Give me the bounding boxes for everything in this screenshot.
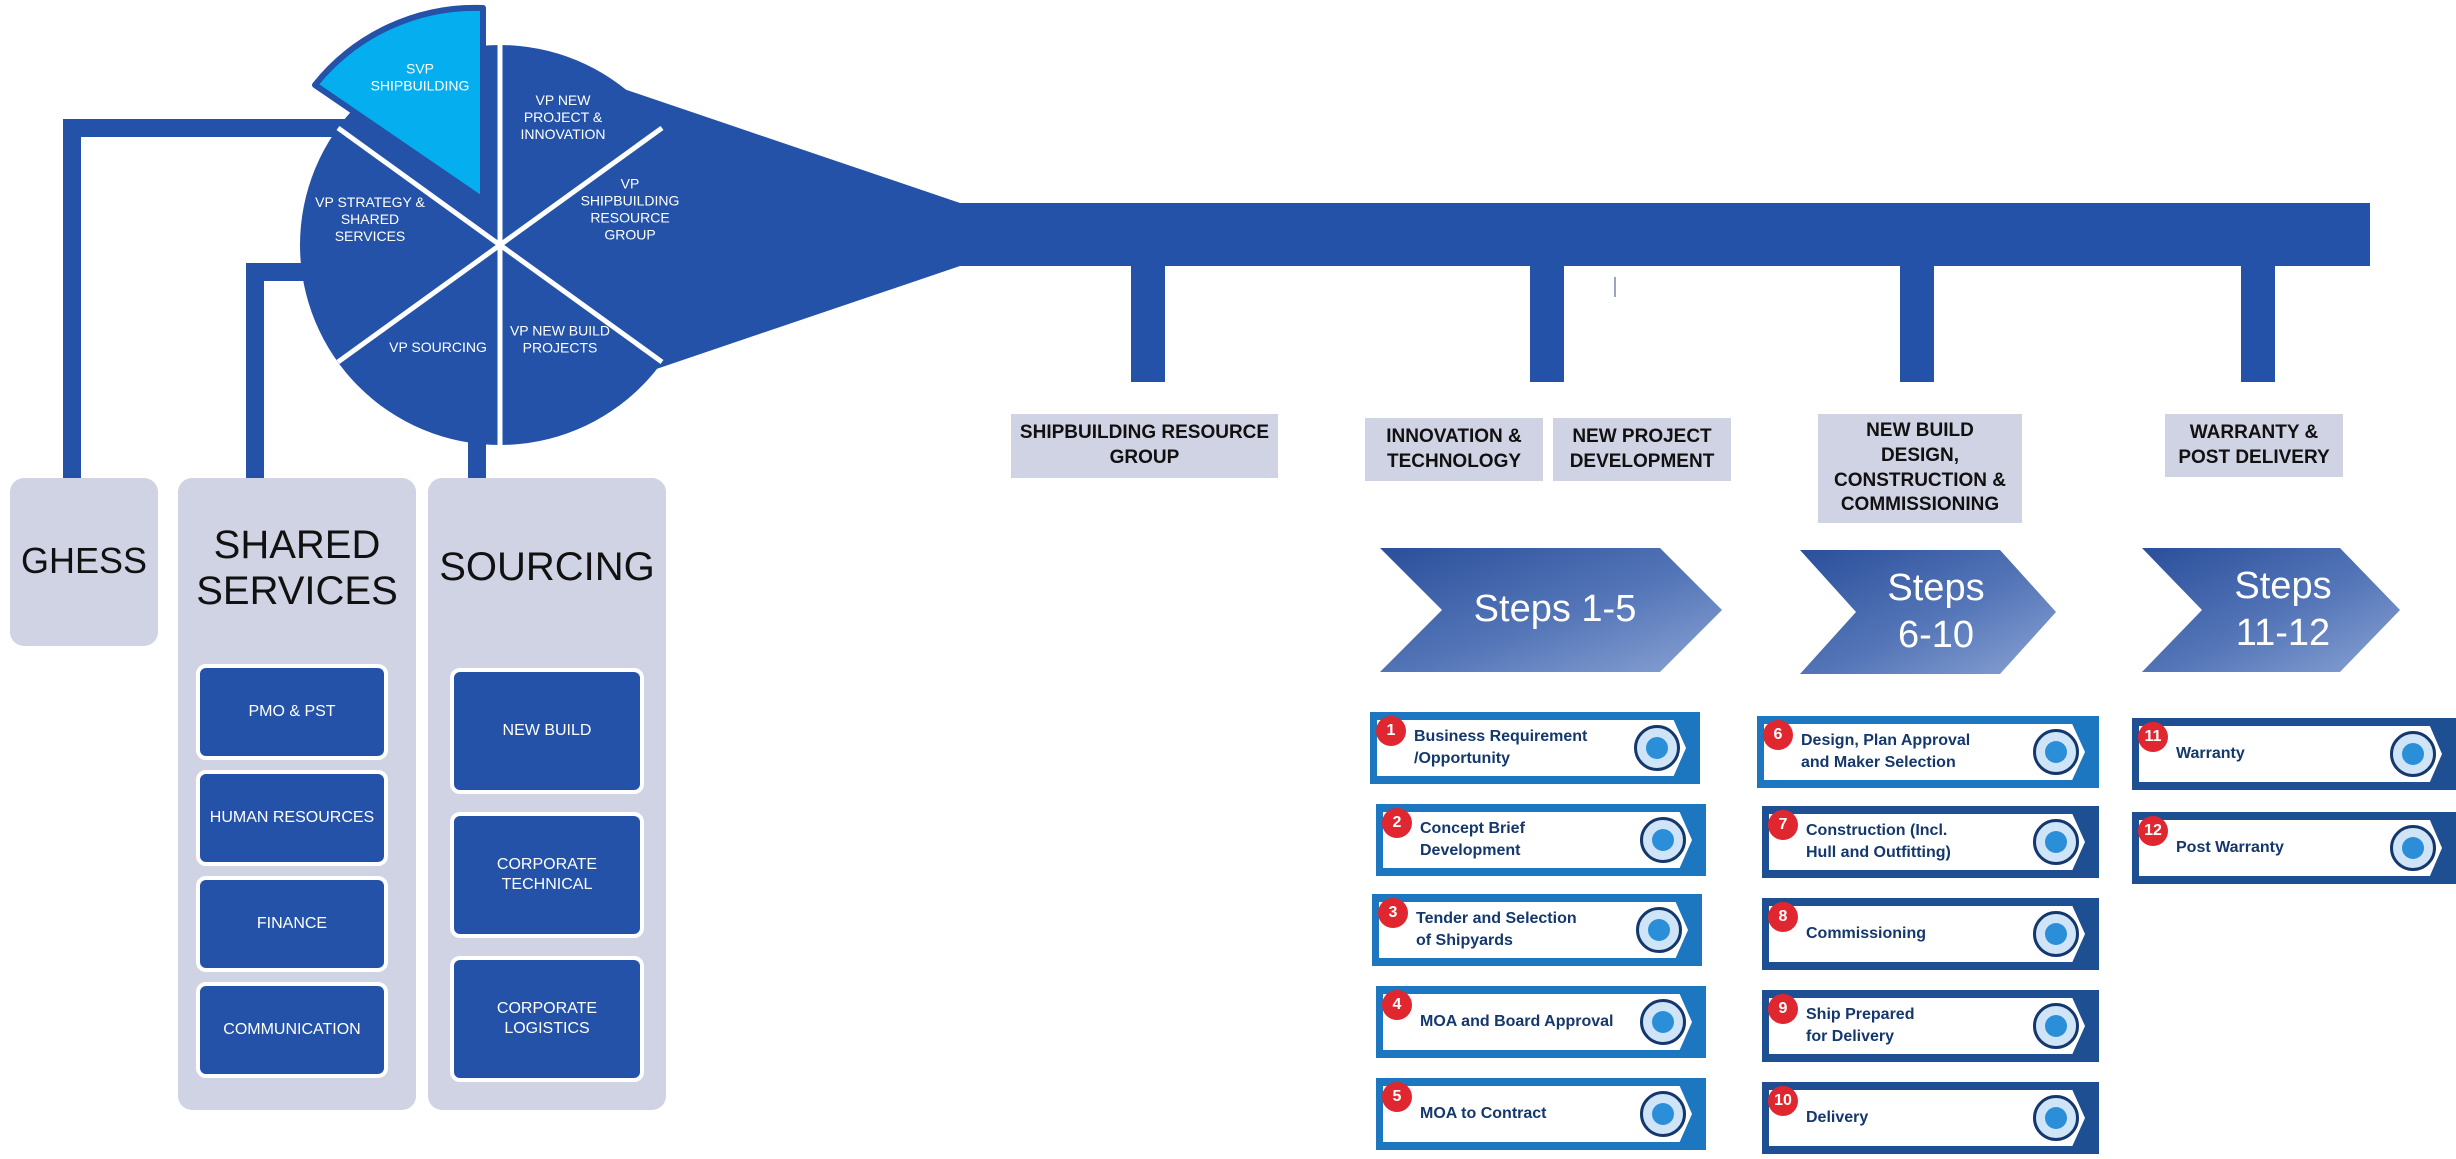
category-new-project-development: NEW PROJECT DEVELOPMENT (1553, 418, 1731, 481)
tools-icon (2033, 1003, 2079, 1049)
step-10: 10 Delivery (1762, 1082, 2099, 1154)
step-number-badge: 8 (1768, 902, 1798, 932)
chevron-steps-1-5 (1380, 548, 1722, 672)
step-number-badge: 12 (2138, 816, 2168, 846)
step-3: 3 Tender and Selection of Shipyards (1372, 894, 1702, 966)
clipboard-icon (1640, 999, 1686, 1045)
shared-services-item-human-resources: HUMAN RESOURCES (196, 770, 388, 866)
step-number-badge: 7 (1768, 810, 1798, 840)
connector-shared-services (246, 263, 320, 478)
step-8: 8 Commissioning (1762, 898, 2099, 970)
lightbulb-icon (1634, 725, 1680, 771)
shared-services-title: SHARED SERVICES (196, 523, 398, 613)
shared-services-item-pmo-pst: PMO & PST (196, 664, 388, 760)
ship-icon (2033, 1095, 2079, 1141)
step-1: 1 Business Requirement /Opportunity (1370, 712, 1700, 784)
step-2: 2 Concept Brief Development (1376, 804, 1706, 876)
step-4: 4 MOA and Board Approval (1376, 986, 1706, 1058)
shipyard-icon (1636, 907, 1682, 953)
commissioning-icon (2033, 911, 2079, 957)
step-number-badge: 6 (1763, 720, 1793, 750)
step-number-badge: 2 (1382, 808, 1412, 838)
step-number-badge: 10 (1768, 1086, 1798, 1116)
warranty-icon (2390, 731, 2436, 777)
sourcing-title: SOURCING (439, 545, 655, 589)
phase-steps-1-5-label: Steps 1-5 (1473, 588, 1637, 631)
concept-icon (1640, 817, 1686, 863)
step-label: MOA to Contract (1420, 1104, 1547, 1122)
step-label: Post Warranty (2176, 838, 2284, 856)
step-label: Concept Brief Development (1420, 819, 1525, 859)
step-7: 7 Construction (Incl. Hull and Outfittin… (1762, 806, 2099, 878)
step-12: 12 Post Warranty (2132, 812, 2456, 884)
ghess-title: GHESS (20, 540, 148, 581)
ghess-group: GHESS (10, 478, 158, 646)
step-label: Construction (Incl. Hull and Outfitting) (1806, 821, 1951, 861)
step-11: 11 Warranty (2132, 718, 2456, 790)
sourcing-item-corporate-logistics: CORPORATE LOGISTICS (450, 956, 644, 1082)
step-9: 9 Ship Prepared for Delivery (1762, 990, 2099, 1062)
connector-shipbuilding-resource (1131, 264, 1165, 382)
svp-shipbuilding-segment (312, 4, 486, 203)
step-label: MOA and Board Approval (1420, 1012, 1614, 1030)
step-label: Commissioning (1806, 924, 1927, 942)
shared-services-item-communication: COMMUNICATION (196, 982, 388, 1078)
chevron-steps-11-12 (2142, 548, 2400, 672)
step-number-badge: 3 (1378, 898, 1408, 928)
step-label: Ship Prepared for Delivery (1806, 1005, 1915, 1045)
connector-new-build (1900, 264, 1934, 382)
category-new-build-design: NEW BUILD DESIGN, CONSTRUCTION & COMMISS… (1818, 414, 2022, 523)
shared-services-group: SHARED SERVICES PMO & PST HUMAN RESOURCE… (178, 478, 416, 1110)
step-number-badge: 9 (1768, 994, 1798, 1024)
pie-label-sourcing: VP SOURCING (389, 339, 487, 355)
handshake-icon (1640, 1091, 1686, 1137)
category-warranty-post-delivery: WARRANTY & POST DELIVERY (2165, 414, 2343, 477)
step-number-badge: 4 (1382, 990, 1412, 1020)
phase-steps-6-10-label: Steps 6-10 (1887, 566, 1985, 657)
step-5: 5 MOA to Contract (1376, 1078, 1706, 1150)
step-label: Tender and Selection of Shipyards (1416, 909, 1577, 949)
step-number-badge: 1 (1376, 716, 1406, 746)
sourcing-item-corporate-technical: CORPORATE TECHNICAL (450, 812, 644, 938)
step-label: Warranty (2176, 744, 2245, 762)
shared-services-item-finance: FINANCE (196, 876, 388, 972)
phase-steps-11-12-label: Steps 11-12 (2234, 564, 2332, 655)
post-warranty-icon (2390, 825, 2436, 871)
step-number-badge: 5 (1382, 1082, 1412, 1112)
step-label: Design, Plan Approval and Maker Selectio… (1801, 731, 1971, 771)
sourcing-group: SOURCING NEW BUILD CORPORATE TECHNICAL C… (428, 478, 666, 1110)
connector-ghess (63, 119, 360, 478)
step-number-badge: 11 (2138, 722, 2168, 752)
step-label: Business Requirement /Opportunity (1414, 727, 1588, 767)
chevron-steps-6-10 (1800, 550, 2056, 674)
pencil-icon (2033, 729, 2079, 775)
hardhat-icon (2033, 819, 2079, 865)
category-shipbuilding-resource-group: SHIPBUILDING RESOURCE GROUP (1011, 414, 1278, 478)
funnel-shape (615, 86, 2370, 383)
connector-warranty (2241, 264, 2275, 382)
category-innovation-technology: INNOVATION & TECHNOLOGY (1365, 418, 1543, 481)
step-label: Delivery (1806, 1108, 1869, 1126)
sourcing-item-new-build: NEW BUILD (450, 668, 644, 794)
step-6: 6 Design, Plan Approval and Maker Select… (1757, 716, 2099, 788)
connector-innovation (1530, 264, 1564, 382)
